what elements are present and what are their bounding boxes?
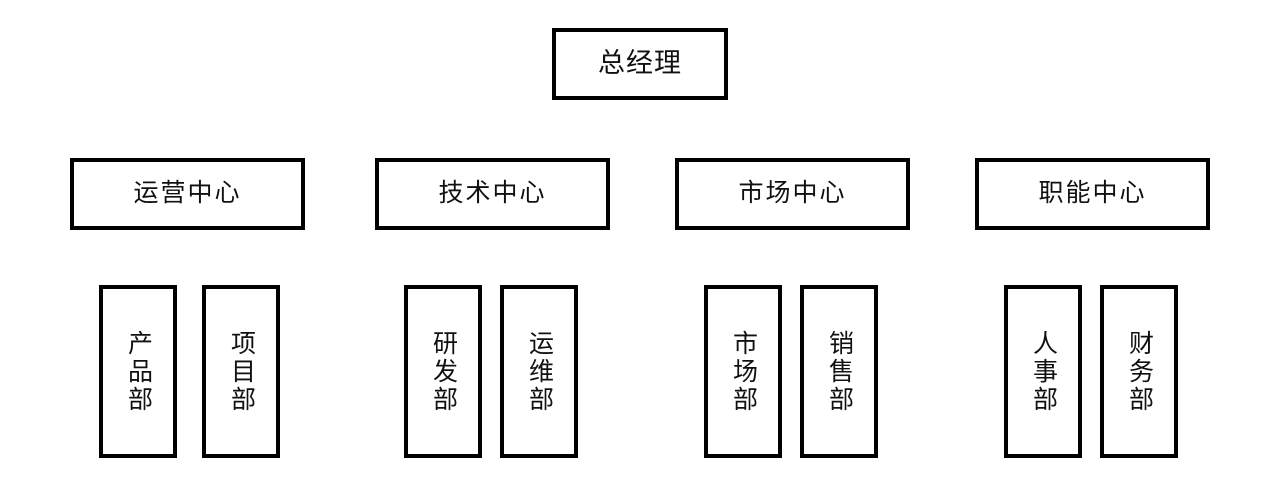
org-node-label: 产品部 <box>124 329 152 414</box>
org-node-market-center[interactable]: 市场中心 <box>675 158 910 230</box>
org-node-label: 市场部 <box>729 329 757 414</box>
org-node-label: 项目部 <box>227 329 255 414</box>
org-node-label: 总经理 <box>598 48 682 79</box>
org-node-product-department[interactable]: 产品部 <box>99 285 177 458</box>
org-node-general-manager[interactable]: 总经理 <box>552 28 728 100</box>
org-node-label: 销售部 <box>825 329 853 414</box>
org-node-label: 市场中心 <box>738 179 847 207</box>
org-node-research-development-department[interactable]: 研发部 <box>404 285 482 458</box>
org-node-finance-department[interactable]: 财务部 <box>1100 285 1178 458</box>
org-node-marketing-department[interactable]: 市场部 <box>704 285 782 458</box>
org-node-label: 研发部 <box>429 329 457 414</box>
org-node-label: 财务部 <box>1125 329 1153 414</box>
org-node-operations-maintenance-department[interactable]: 运维部 <box>500 285 578 458</box>
org-node-operations-center[interactable]: 运营中心 <box>70 158 305 230</box>
org-node-label: 运营中心 <box>133 179 242 207</box>
org-node-technology-center[interactable]: 技术中心 <box>375 158 610 230</box>
org-node-label: 人事部 <box>1029 329 1057 414</box>
org-node-sales-department[interactable]: 销售部 <box>800 285 878 458</box>
org-node-label: 技术中心 <box>438 179 547 207</box>
org-node-functional-center[interactable]: 职能中心 <box>975 158 1210 230</box>
org-node-label: 运维部 <box>525 329 553 414</box>
org-node-label: 职能中心 <box>1038 179 1147 207</box>
org-node-project-department[interactable]: 项目部 <box>202 285 280 458</box>
org-node-human-resources-department[interactable]: 人事部 <box>1004 285 1082 458</box>
